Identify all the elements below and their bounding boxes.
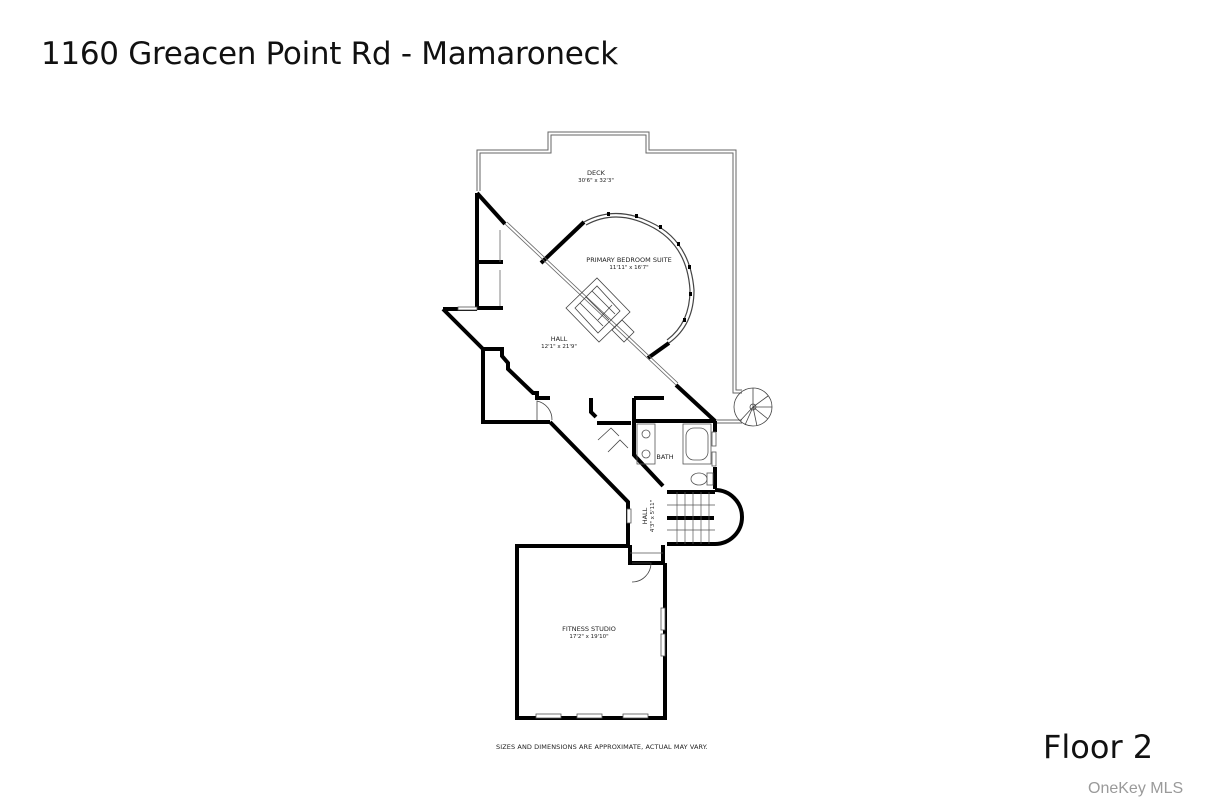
floor-label: Floor 2 bbox=[1043, 728, 1154, 766]
room-dim-fitness-studio: 17'2" x 19'10" bbox=[569, 634, 608, 640]
room-label-deck: DECK bbox=[587, 169, 606, 177]
fireplace bbox=[565, 277, 635, 343]
room-label-primary-bedroom: PRIMARY BEDROOM SUITE bbox=[586, 256, 671, 264]
glass-diagonal bbox=[499, 221, 679, 386]
room-dim-deck: 30'6" x 32'3" bbox=[578, 178, 614, 184]
spiral-stair bbox=[733, 387, 773, 427]
room-label-hall: HALL bbox=[551, 335, 568, 343]
walls bbox=[441, 191, 744, 720]
doors bbox=[536, 400, 652, 583]
windows bbox=[457, 306, 717, 719]
stair-treads bbox=[630, 492, 715, 554]
page-title: 1160 Greacen Point Rd - Mamaroneck bbox=[41, 36, 618, 72]
room-label-fitness-studio: FITNESS STUDIO bbox=[562, 625, 616, 633]
watermark: OneKey MLS bbox=[1088, 780, 1184, 797]
room-dim-primary-bedroom: 11'11" x 16'7" bbox=[609, 265, 648, 271]
bay-mullions bbox=[607, 212, 692, 322]
deck-outline bbox=[476, 131, 742, 424]
room-dim-small-hall: 4'3" x 5'11" bbox=[650, 500, 656, 532]
room-label-small-hall: HALL bbox=[641, 507, 649, 524]
bath-fixtures bbox=[636, 423, 714, 486]
room-dim-hall: 12'1" x 21'9" bbox=[541, 344, 577, 350]
disclaimer-text: SIZES AND DIMENSIONS ARE APPROXIMATE, AC… bbox=[496, 743, 708, 751]
room-label-bath: BATH bbox=[656, 453, 673, 461]
